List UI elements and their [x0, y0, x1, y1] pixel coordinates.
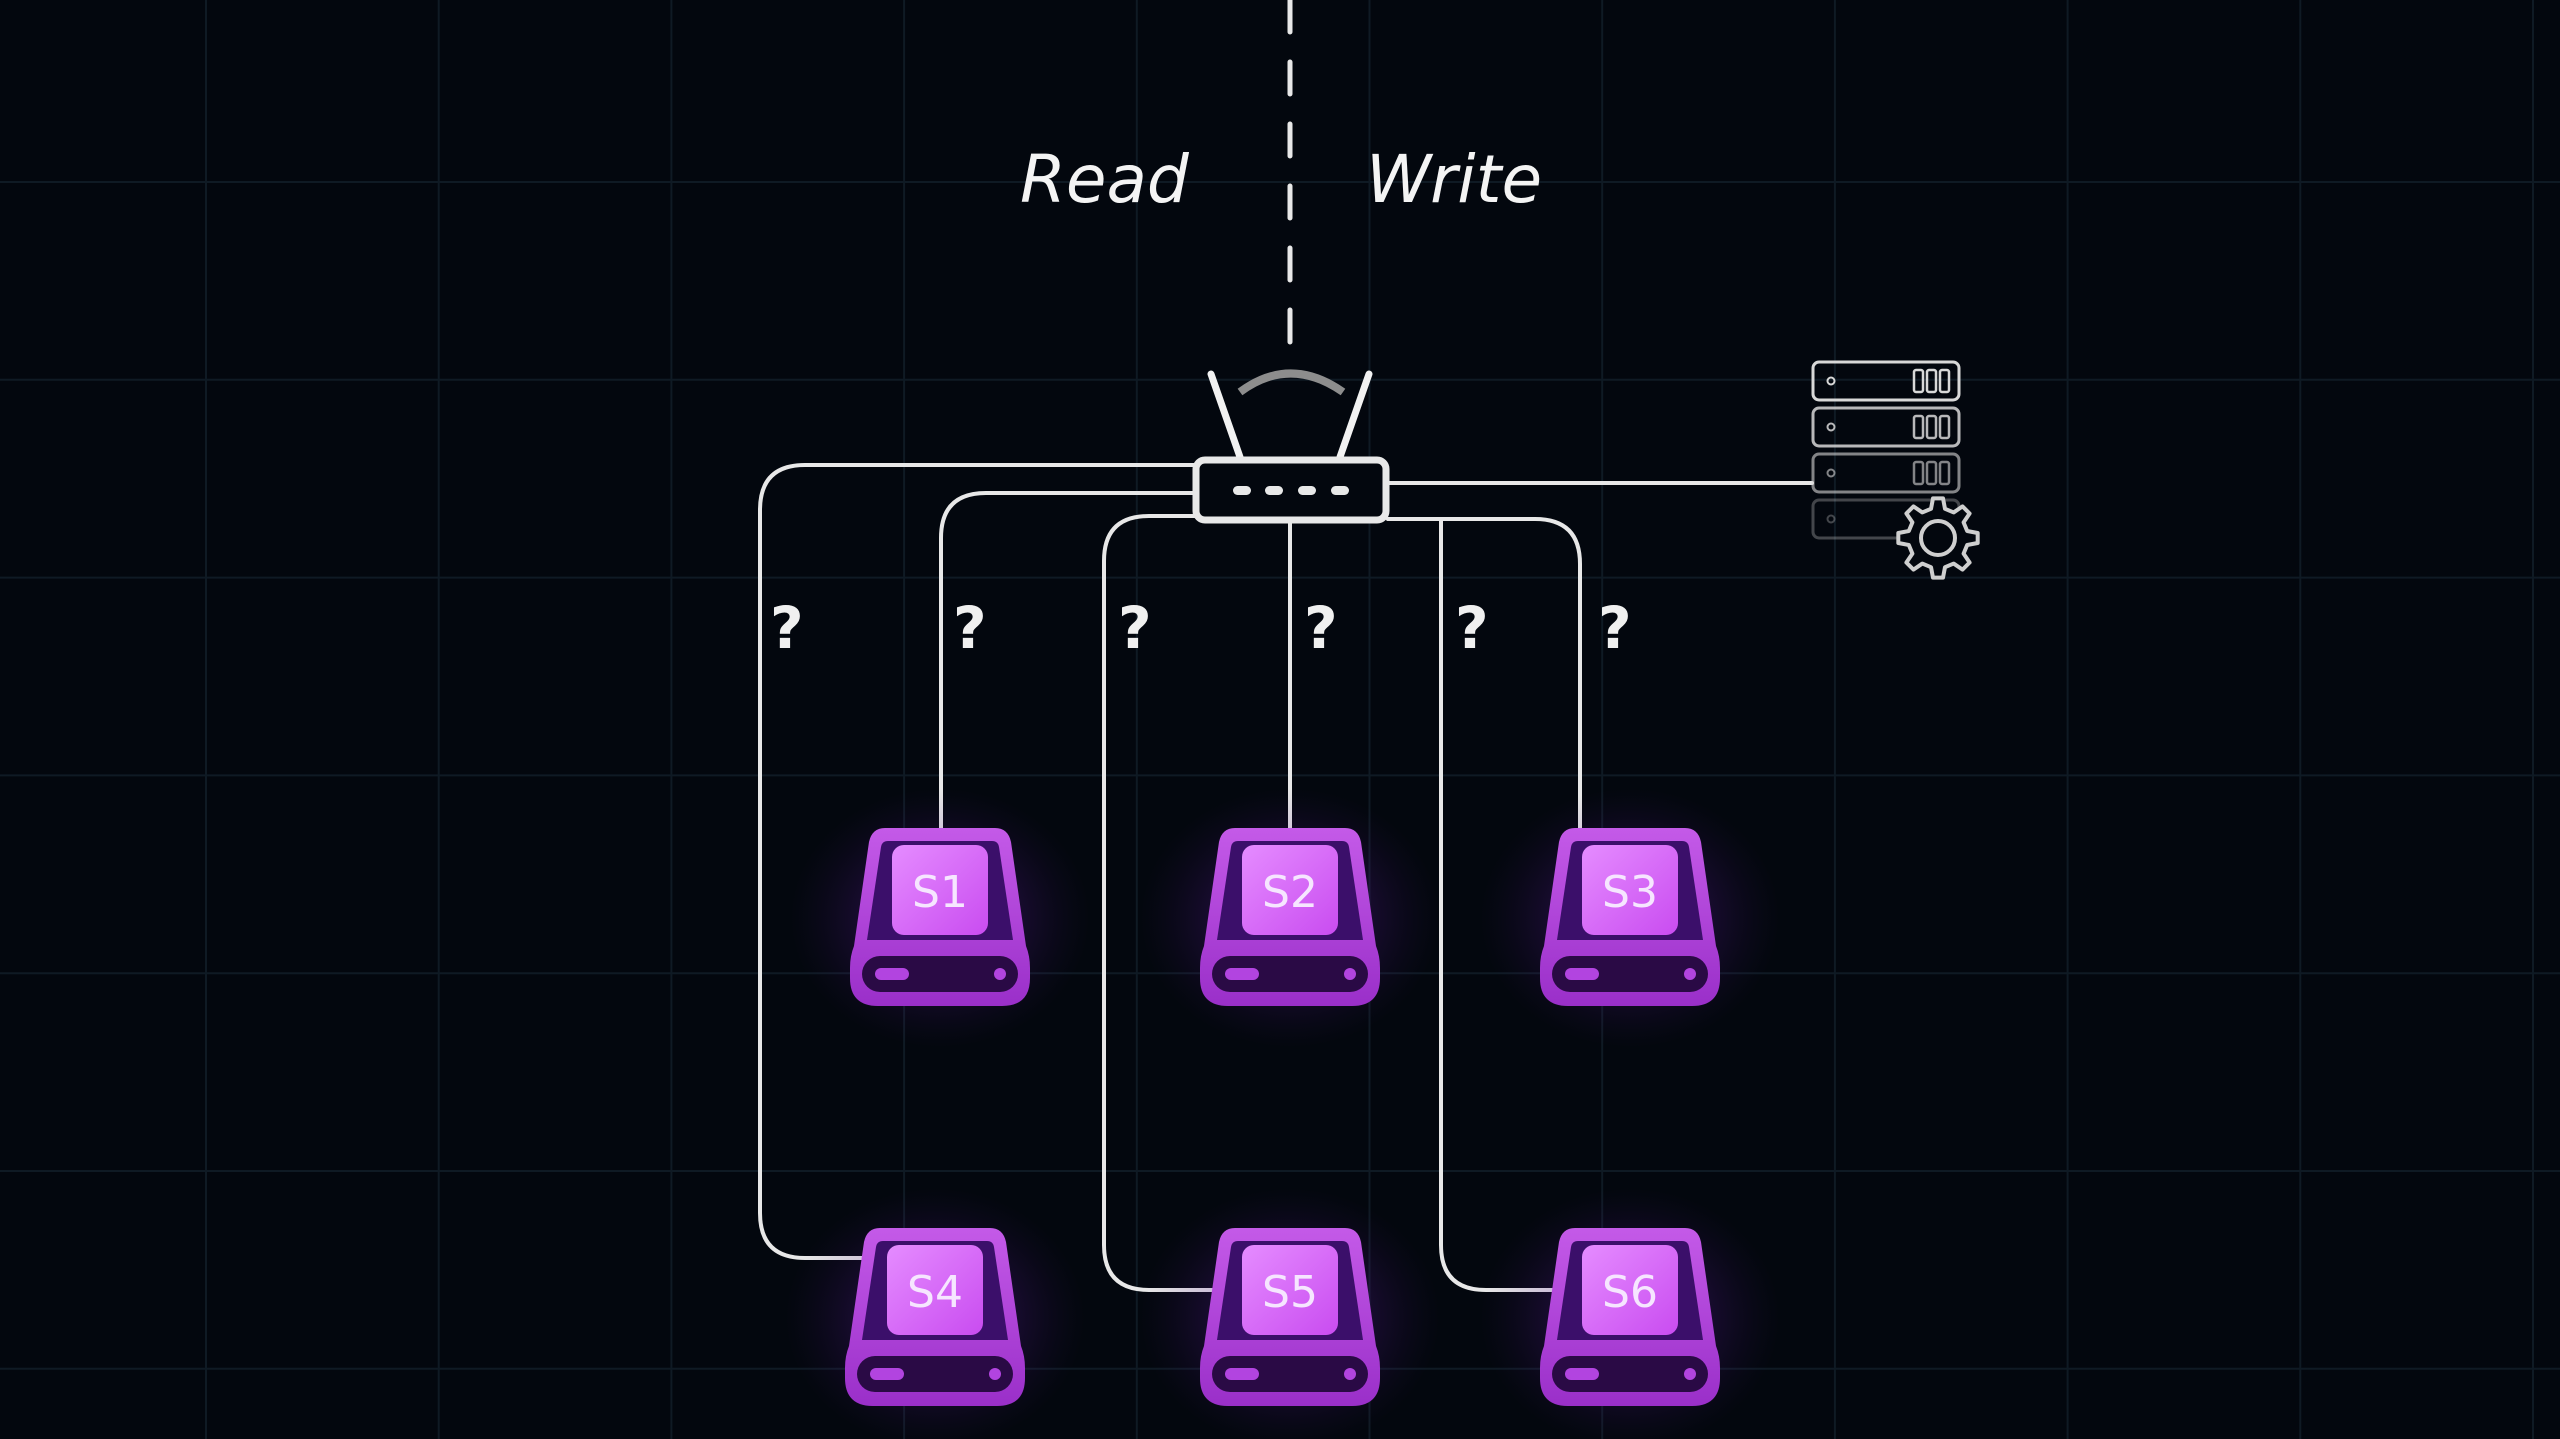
drive-led-bar	[875, 968, 909, 980]
write-label: Write	[1366, 141, 1542, 218]
drive-slot	[862, 956, 1018, 992]
server-unit	[1811, 360, 1961, 402]
server-unit	[1811, 452, 1961, 494]
drive-label: S5	[1262, 1267, 1318, 1318]
drive-slot	[1552, 1356, 1708, 1392]
drive-label: S2	[1262, 867, 1318, 918]
drive-slot	[857, 1356, 1013, 1392]
drive-face	[1582, 1245, 1678, 1335]
drive-led-dot	[1684, 968, 1696, 980]
router-icon[interactable]	[1192, 369, 1390, 524]
unknown-marker-s2: ?	[1304, 594, 1338, 662]
drive-led-bar	[1565, 968, 1599, 980]
drive-label: S3	[1602, 867, 1658, 918]
drive-face	[1242, 1245, 1338, 1335]
connection-router-s5	[1102, 514, 1227, 1292]
drive-led-bar	[1565, 1368, 1599, 1380]
drive-label: S4	[907, 1267, 963, 1318]
storage-drive-s6[interactable]: S6	[1480, 1188, 1780, 1439]
drive-led-bar	[870, 1368, 904, 1380]
drive-label: S1	[912, 867, 968, 918]
unknown-marker-s4: ?	[770, 594, 804, 662]
drive-led-dot	[989, 1368, 1001, 1380]
unknown-marker-s3: ?	[1598, 594, 1632, 662]
connection-router-s6	[1386, 517, 1557, 1292]
drive-led-bar	[1225, 1368, 1259, 1380]
gear-icon	[1896, 496, 1980, 580]
drive-face	[1242, 845, 1338, 935]
drive-label: S6	[1602, 1267, 1658, 1318]
storage-drive-s4[interactable]: S4	[785, 1188, 1085, 1439]
drive-led-dot	[994, 968, 1006, 980]
drive-led-dot	[1344, 1368, 1356, 1380]
connection-router-s1	[939, 491, 1197, 830]
storage-drive-s1[interactable]: S1	[790, 788, 1090, 1048]
drive-face	[892, 845, 988, 935]
drive-face	[887, 1245, 983, 1335]
drive-led-bar	[1225, 968, 1259, 980]
drive-slot	[1552, 956, 1708, 992]
connection-router-s4	[758, 463, 1197, 1260]
storage-drive-s5[interactable]: S5	[1140, 1188, 1440, 1439]
unknown-marker-s5: ?	[1118, 594, 1152, 662]
read-label: Read	[1020, 141, 1190, 218]
storage-drive-s2[interactable]: S2	[1140, 788, 1440, 1048]
server-unit	[1811, 406, 1961, 448]
connection-router-s3	[1386, 517, 1582, 830]
drive-slot	[1212, 956, 1368, 992]
config-server-icon[interactable]	[1811, 360, 1980, 580]
drive-slot	[1212, 1356, 1368, 1392]
unknown-marker-s6: ?	[1455, 594, 1489, 662]
drive-face	[1582, 845, 1678, 935]
unknown-marker-s1: ?	[953, 594, 987, 662]
drive-led-dot	[1684, 1368, 1696, 1380]
storage-drive-s3[interactable]: S3	[1480, 788, 1780, 1048]
drive-led-dot	[1344, 968, 1356, 980]
